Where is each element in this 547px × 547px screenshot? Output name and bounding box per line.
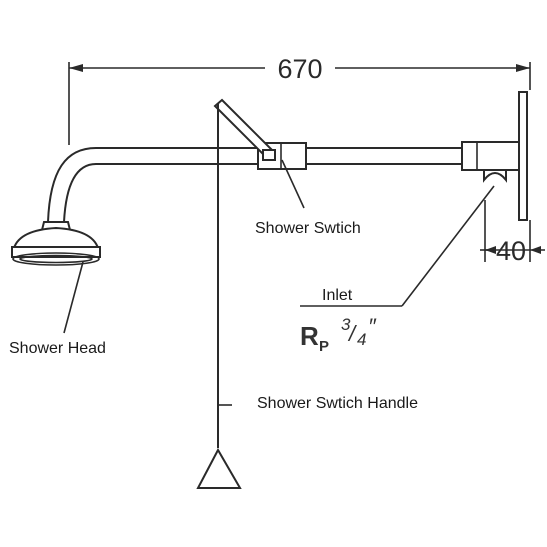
wall-connector [461,141,520,183]
triangle-handle [196,447,242,489]
shower-switch-valve [213,98,307,170]
inlet-stub [483,169,507,183]
head-dome [12,226,100,249]
overall-width-dimension: 670 [68,54,531,145]
depth-arrow-right [530,246,541,254]
thread-denominator: 4 [357,330,366,349]
head-face-inner [19,254,93,264]
lever-pivot [262,149,276,161]
leader-shower-head [63,261,84,334]
depth-arrow-left [485,246,496,254]
inlet-label: Inlet [322,287,353,304]
leader-shower-switch [281,159,305,209]
thread-prefix: R [300,321,319,351]
shower-head-label: Shower Head [9,340,106,357]
switch-handle-assembly [196,104,242,489]
head-face [12,252,100,266]
switch-handle-label: Shower Swtich Handle [257,395,418,412]
inlet-thread-spec: R P 3 / 4 ″ [300,314,377,355]
elbow-inner [63,163,97,223]
thread-subscript: P [319,338,329,355]
connector-body [461,141,520,171]
overall-width-label: 670 [277,54,322,84]
leader-inlet [401,185,495,307]
thread-inch-mark: ″ [368,314,377,339]
elbow-outer [47,147,97,223]
shower-head [11,221,101,266]
dim-arrow-right [516,64,530,72]
head-rim [11,246,101,258]
wall-depth-label: 40 [496,236,526,266]
wall-depth-dimension: 40 [480,200,545,266]
wall-plate [518,91,528,221]
thread-slash: / [347,321,357,346]
valve-body [257,142,307,170]
shower-switch-label: Shower Swtich [255,220,361,237]
thread-numerator: 3 [341,315,351,334]
shower-arm [47,147,462,223]
dim-arrow-left [69,64,83,72]
